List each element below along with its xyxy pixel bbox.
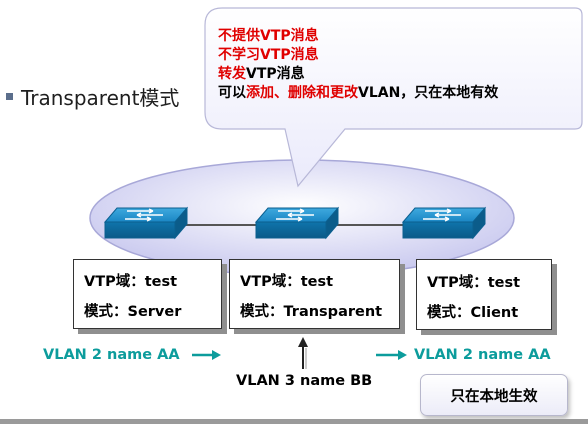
vtp-domain-label: VTP域：test — [427, 275, 521, 291]
switch-icon — [401, 206, 487, 240]
vlan-left-label: VLAN 2 name AA — [43, 347, 180, 363]
vtp-domain-label: VTP域：test — [84, 274, 178, 290]
bullet-item: Transparent模式 — [6, 81, 179, 111]
callout-line-3-rest: VTP消息 — [246, 66, 305, 82]
right-arrow-icon — [376, 350, 407, 360]
switch-info-box-transparent: VTP域：test 模式：Transparent — [229, 259, 400, 329]
local-effect-note: 只在本地生效 — [420, 374, 568, 416]
vtp-mode-label: 模式：Transparent — [240, 304, 383, 320]
callout-line-1: 不提供VTP消息 — [218, 28, 319, 44]
vtp-mode-label: 模式：Client — [427, 305, 519, 321]
callout-line-4-post: VLAN，只在本地有效 — [358, 85, 499, 101]
bullet-marker — [6, 92, 13, 100]
switch-icon — [103, 206, 189, 240]
callout-line-4: 可以添加、删除和更改VLAN，只在本地有效 — [218, 84, 578, 103]
right-arrow-icon — [192, 350, 221, 360]
switch-info-box-client: VTP域：test 模式：Client — [416, 259, 552, 330]
vtp-domain-label: VTP域：test — [240, 274, 334, 290]
up-arrow-icon — [298, 337, 308, 369]
vtp-mode-label: 模式：Server — [84, 304, 182, 320]
vlan-right-label: VLAN 2 name AA — [414, 347, 551, 363]
callout-line-4-pre: 可以 — [218, 85, 246, 101]
callout-line-4-red: 添加、删除和更改 — [246, 85, 358, 101]
callout-text: 不提供VTP消息 不学习VTP消息 转发VTP消息 可以添加、删除和更改VLAN… — [218, 27, 578, 103]
callout-bubble — [204, 7, 583, 188]
switch-icon — [254, 206, 340, 240]
callout-line-3-red: 转发 — [218, 66, 246, 82]
callout-line-2: 不学习VTP消息 — [218, 47, 319, 63]
bullet-text: Transparent模式 — [21, 85, 180, 110]
callout-line-3: 转发VTP消息 — [218, 65, 578, 84]
footer-bar — [0, 419, 588, 424]
vlan-bottom-label: VLAN 3 name BB — [236, 373, 373, 389]
local-effect-text: 只在本地生效 — [450, 388, 538, 405]
switch-info-box-server: VTP域：test 模式：Server — [73, 259, 222, 329]
